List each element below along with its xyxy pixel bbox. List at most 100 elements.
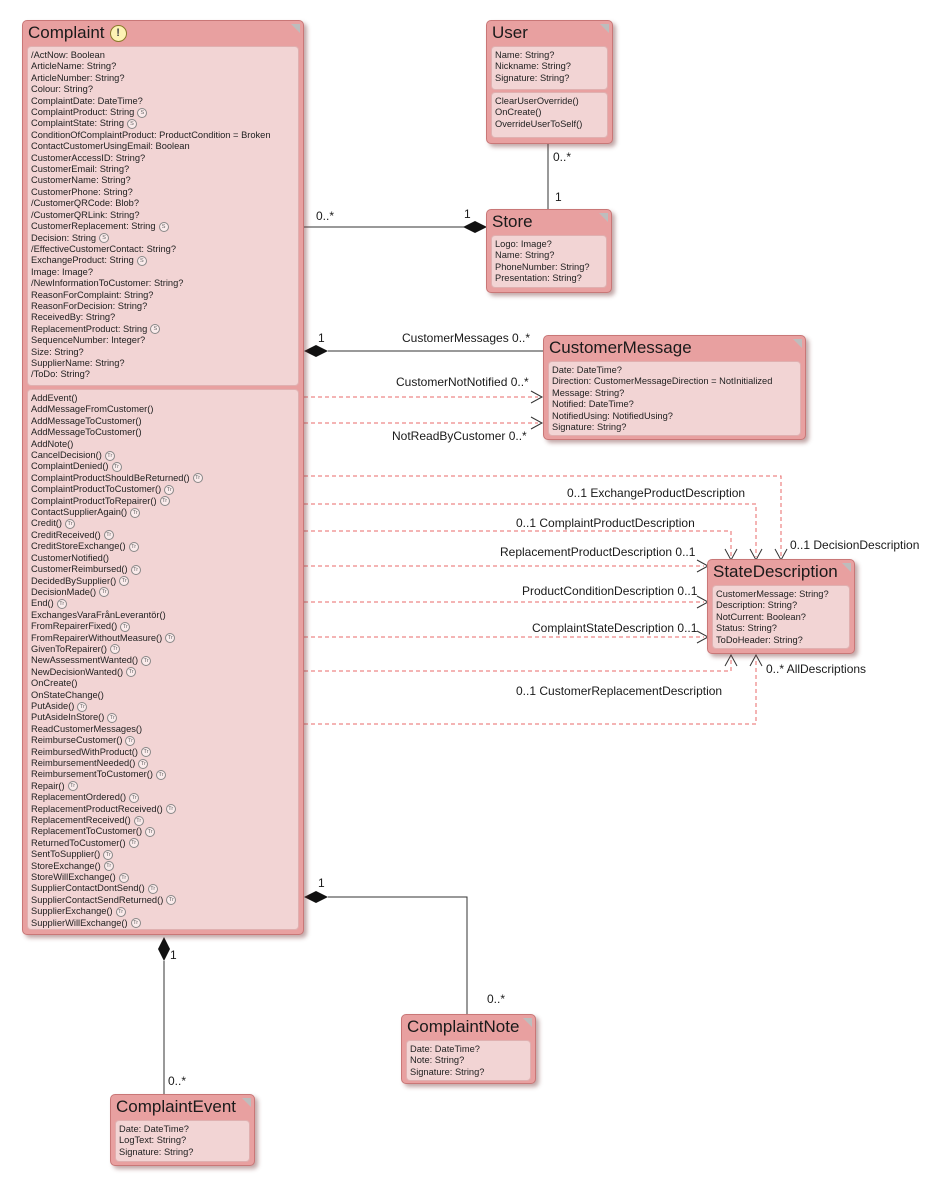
member-row[interactable]: CustomerNotified() [28,553,298,564]
class-complaint-note[interactable]: ComplaintNote Date: DateTime?Note: Strin… [401,1014,536,1084]
member-row[interactable]: AddMessageFromCustomer() [28,404,298,415]
member-row[interactable]: DecisionMade()Tr [28,587,298,598]
member-row[interactable]: SupplierName: String? [28,358,298,369]
member-row[interactable]: Repair()Tr [28,781,298,792]
member-row[interactable]: OnCreate() [28,678,298,689]
member-row[interactable]: ReplacementOrdered()Tr [28,792,298,803]
member-row[interactable]: AddEvent() [28,393,298,404]
member-row[interactable]: Size: String? [28,347,298,358]
member-row[interactable]: SupplierExchange()Tr [28,906,298,917]
member-row[interactable]: Date: DateTime? [116,1124,249,1135]
member-row[interactable]: ToDoHeader: String? [713,635,849,646]
member-row[interactable]: ComplaintDenied()Tr [28,461,298,472]
collapse-corner-icon[interactable] [842,563,851,572]
member-row[interactable]: Signature: String? [116,1147,249,1158]
collapse-corner-icon[interactable] [523,1018,532,1027]
member-row[interactable]: NotifiedUsing: NotifiedUsing? [549,411,800,422]
member-row[interactable]: Direction: CustomerMessageDirection = No… [549,376,800,387]
member-row[interactable]: CreditReceived()Tr [28,530,298,541]
member-row[interactable]: Status: String? [713,623,849,634]
member-row[interactable]: Name: String? [492,250,606,261]
collapse-corner-icon[interactable] [291,24,300,33]
member-row[interactable]: OnStateChange() [28,690,298,701]
member-row[interactable]: Description: String? [713,600,849,611]
member-row[interactable]: DecidedBySupplier()Tr [28,576,298,587]
collapse-corner-icon[interactable] [242,1098,251,1107]
member-row[interactable]: ReimbursedWithProduct()Tr [28,747,298,758]
member-row[interactable]: /ActNow: Boolean [28,50,298,61]
class-user[interactable]: User Name: String?Nickname: String?Signa… [486,20,613,144]
member-row[interactable]: NewDecisionWanted()Tr [28,667,298,678]
member-row[interactable]: OnCreate() [492,107,607,118]
member-row[interactable]: SupplierContactDontSend()Tr [28,883,298,895]
member-row[interactable]: PutAside()Tr [28,701,298,712]
member-row[interactable]: ReplacementToCustomer()Tr [28,826,298,837]
member-row[interactable]: ReadCustomerMessages() [28,724,298,735]
member-row[interactable]: Message: String? [549,388,800,399]
member-row[interactable]: CustomerReimbursed()Tr [28,564,298,575]
member-row[interactable]: Colour: String? [28,84,298,95]
member-row[interactable]: Date: DateTime? [407,1044,530,1055]
member-row[interactable]: Signature: String? [549,422,800,433]
member-row[interactable]: Credit()Tr [28,518,298,530]
member-row[interactable]: /NewInformationToCustomer: String? [28,278,298,289]
member-row[interactable]: ComplaintProductToRepairer()Tr [28,496,298,507]
member-row[interactable]: CustomerMessage: String? [713,589,849,600]
member-row[interactable]: CustomerAccessID: String? [28,153,298,164]
member-row[interactable]: Name: String? [492,50,607,61]
member-row[interactable]: PutAsideInStore()Tr [28,712,298,723]
member-row[interactable]: AddMessageToCustomer() [28,416,298,427]
collapse-corner-icon[interactable] [793,339,802,348]
member-row[interactable]: NewAssessmentWanted()Tr [28,655,298,666]
member-row[interactable]: CreditStoreExchange()Tr [28,541,298,552]
member-row[interactable]: Notified: DateTime? [549,399,800,410]
member-row[interactable]: ReimbursementToCustomer()Tr [28,769,298,780]
member-row[interactable]: Nickname: String? [492,61,607,72]
member-row[interactable]: FromRepairerWithoutMeasure()Tr [28,633,298,644]
member-row[interactable]: PhoneNumber: String? [492,262,606,273]
member-row[interactable]: SentToSupplier()Tr [28,849,298,860]
member-row[interactable]: Note: String? [407,1055,530,1066]
member-row[interactable]: /EffectiveCustomerContact: String? [28,244,298,255]
member-row[interactable]: Signature: String? [492,73,607,84]
member-row[interactable]: ReimburseCustomer()Tr [28,735,298,746]
class-complaint-event[interactable]: ComplaintEvent Date: DateTime?LogText: S… [110,1094,255,1166]
member-row[interactable]: AddMessageToCustomer() [28,427,298,438]
member-row[interactable]: SequenceNumber: Integer? [28,335,298,346]
member-row[interactable]: GivenToRepairer()Tr [28,644,298,655]
member-row[interactable]: Signature: String? [407,1067,530,1078]
member-row[interactable]: ReasonForDecision: String? [28,301,298,312]
member-row[interactable]: Image: Image? [28,267,298,278]
member-row[interactable]: ConditionOfComplaintProduct: ProductCond… [28,130,298,141]
member-row[interactable]: /CustomerQRCode: Blob? [28,198,298,209]
member-row[interactable]: ArticleNumber: String? [28,73,298,84]
member-row[interactable]: SupplierContactSendReturned()Tr [28,895,298,906]
member-row[interactable]: ComplaintDate: DateTime? [28,96,298,107]
member-row[interactable]: CustomerName: String? [28,175,298,186]
member-row[interactable]: StoreWillExchange()Tr [28,872,298,883]
member-row[interactable]: ExchangesVaraFrånLeverantör() [28,610,298,621]
member-row[interactable]: ReasonForComplaint: String? [28,290,298,301]
member-row[interactable]: ComplaintProductShouldBeReturned()Tr [28,473,298,484]
member-row[interactable]: CancelDecision()Tr [28,450,298,461]
member-row[interactable]: ReplacementReceived()Tr [28,815,298,826]
collapse-corner-icon[interactable] [600,24,609,33]
member-row[interactable]: LogText: String? [116,1135,249,1146]
member-row[interactable]: SupplierWillExchange()Tr [28,918,298,929]
member-row[interactable]: NotCurrent: Boolean? [713,612,849,623]
member-row[interactable]: End()Tr [28,598,298,609]
member-row[interactable]: /CustomerQRLink: String? [28,210,298,221]
member-row[interactable]: ReimbursementNeeded()Tr [28,758,298,769]
member-row[interactable]: ClearUserOverride() [492,96,607,107]
class-customer-message[interactable]: CustomerMessage Date: DateTime?Direction… [543,335,806,440]
member-row[interactable]: ReplacementProductReceived()Tr [28,804,298,815]
member-row[interactable]: /ToDo: String? [28,369,298,380]
member-row[interactable]: ArticleName: String? [28,61,298,72]
